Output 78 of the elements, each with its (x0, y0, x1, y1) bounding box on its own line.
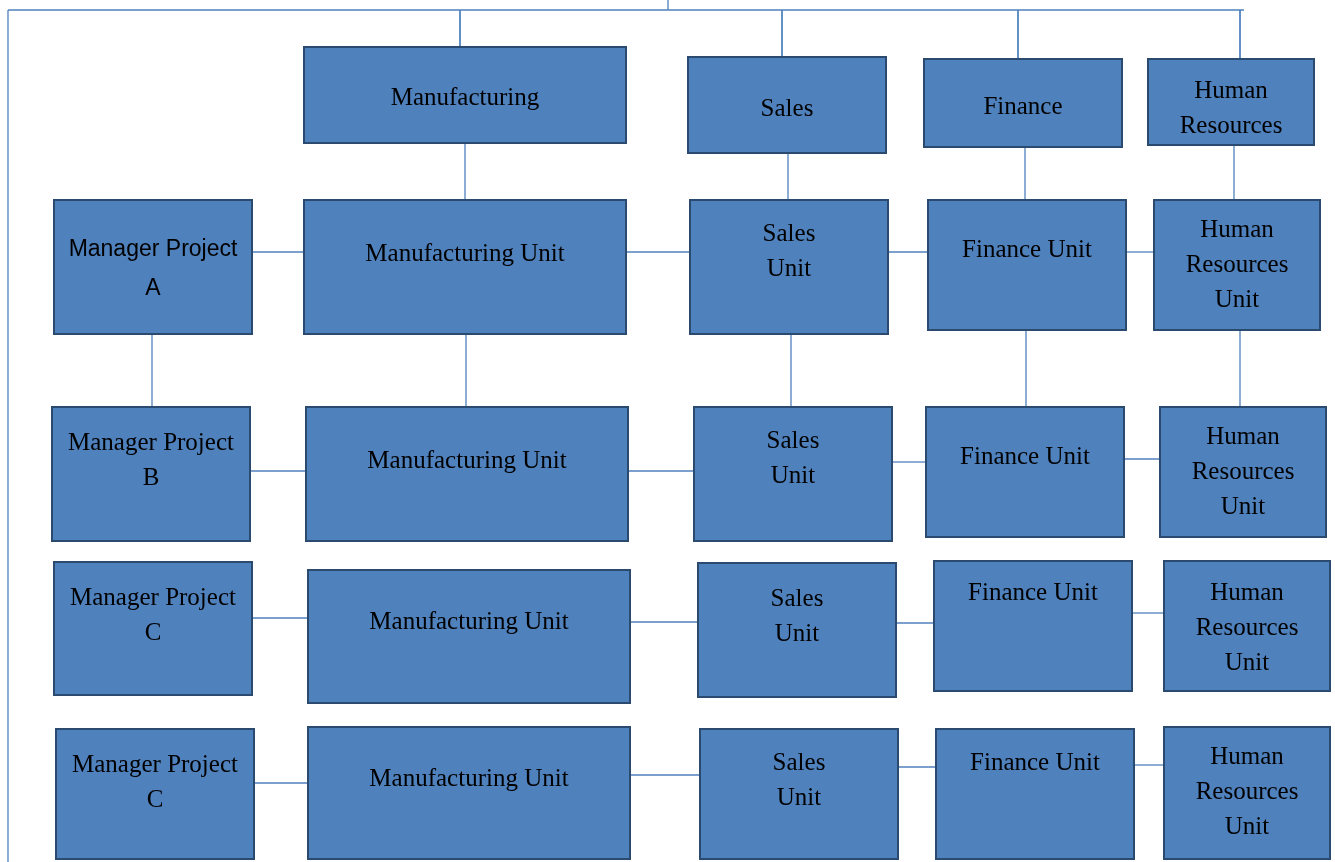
connector-line (1126, 251, 1154, 253)
unit-box (53, 561, 253, 696)
unit-box (933, 560, 1133, 692)
connector-line (250, 470, 306, 472)
unit-box (51, 406, 251, 542)
node-label: Manufacturing (390, 82, 540, 112)
unit-box (699, 728, 899, 860)
connector-line (252, 617, 308, 619)
connector-line (465, 334, 467, 407)
unit-box (305, 406, 629, 542)
connector-line (252, 251, 304, 253)
node-label: Manufacturing Unit (367, 445, 567, 475)
node-label: Human Resources Unit (1194, 741, 1300, 841)
connector-line (888, 251, 928, 253)
unit-box (1163, 560, 1331, 692)
connector-line (464, 143, 466, 200)
unit-box (1163, 726, 1331, 860)
unit-box (307, 569, 631, 704)
node-label: Manager Project C (71, 749, 239, 814)
unit-box (693, 406, 893, 542)
connector-line (898, 766, 936, 768)
node-label: Finance (983, 91, 1063, 121)
node-label: Manufacturing Unit (369, 763, 569, 793)
unit-box (687, 56, 887, 154)
connector-line (790, 334, 792, 407)
node-label: Sales Unit (769, 583, 825, 648)
node-label: Finance Unit (970, 747, 1100, 777)
unit-box (927, 199, 1127, 331)
connector-line (254, 782, 308, 784)
connector-line (781, 9, 783, 57)
node-label: Human Resources Unit (1184, 214, 1290, 314)
unit-box (935, 728, 1135, 860)
node-label: Manager Project A (68, 234, 238, 302)
node-label: Finance Unit (968, 577, 1098, 607)
node-label: Human Resources (1178, 75, 1284, 140)
connector-line (1017, 9, 1019, 59)
connector-line (1233, 145, 1235, 200)
node-label: Manager Project C (69, 582, 237, 647)
connector-line (1124, 458, 1160, 460)
connector-line (896, 622, 934, 624)
unit-box (923, 58, 1123, 148)
unit-box (1147, 58, 1315, 146)
connector-line (628, 470, 694, 472)
node-label: Manufacturing Unit (365, 238, 565, 268)
unit-box (697, 562, 897, 698)
connector-line (151, 334, 153, 407)
unit-box (1153, 199, 1321, 331)
connector-line (1239, 330, 1241, 407)
node-label: Human Resources Unit (1190, 421, 1296, 521)
node-label: Finance Unit (960, 441, 1090, 471)
node-label: Sales Unit (761, 218, 817, 283)
connector-line (630, 621, 698, 623)
unit-box (303, 199, 627, 335)
node-label: Manufacturing Unit (369, 606, 569, 636)
unit-box (1159, 406, 1327, 538)
connector-line (1239, 9, 1241, 59)
connector-line (892, 461, 926, 463)
unit-box (307, 726, 631, 860)
node-label: Human Resources Unit (1194, 577, 1300, 677)
unit-box (689, 199, 889, 335)
connector-line (459, 9, 461, 47)
connector-line (1132, 612, 1164, 614)
node-label: Manager Project B (67, 427, 235, 492)
unit-box (55, 728, 255, 860)
unit-box (303, 46, 627, 144)
connector-line (7, 0, 1245, 862)
node-label: Sales (760, 93, 814, 123)
connector-line (787, 153, 789, 200)
connector-line (1134, 764, 1164, 766)
unit-box (53, 199, 253, 335)
node-label: Finance Unit (962, 234, 1092, 264)
connector-line (1024, 147, 1026, 200)
connector-line (630, 774, 700, 776)
unit-box (925, 406, 1125, 538)
connector-line (1025, 330, 1027, 407)
node-label: Sales Unit (771, 747, 827, 812)
node-label: Sales Unit (765, 425, 821, 490)
connector-line (626, 251, 690, 253)
